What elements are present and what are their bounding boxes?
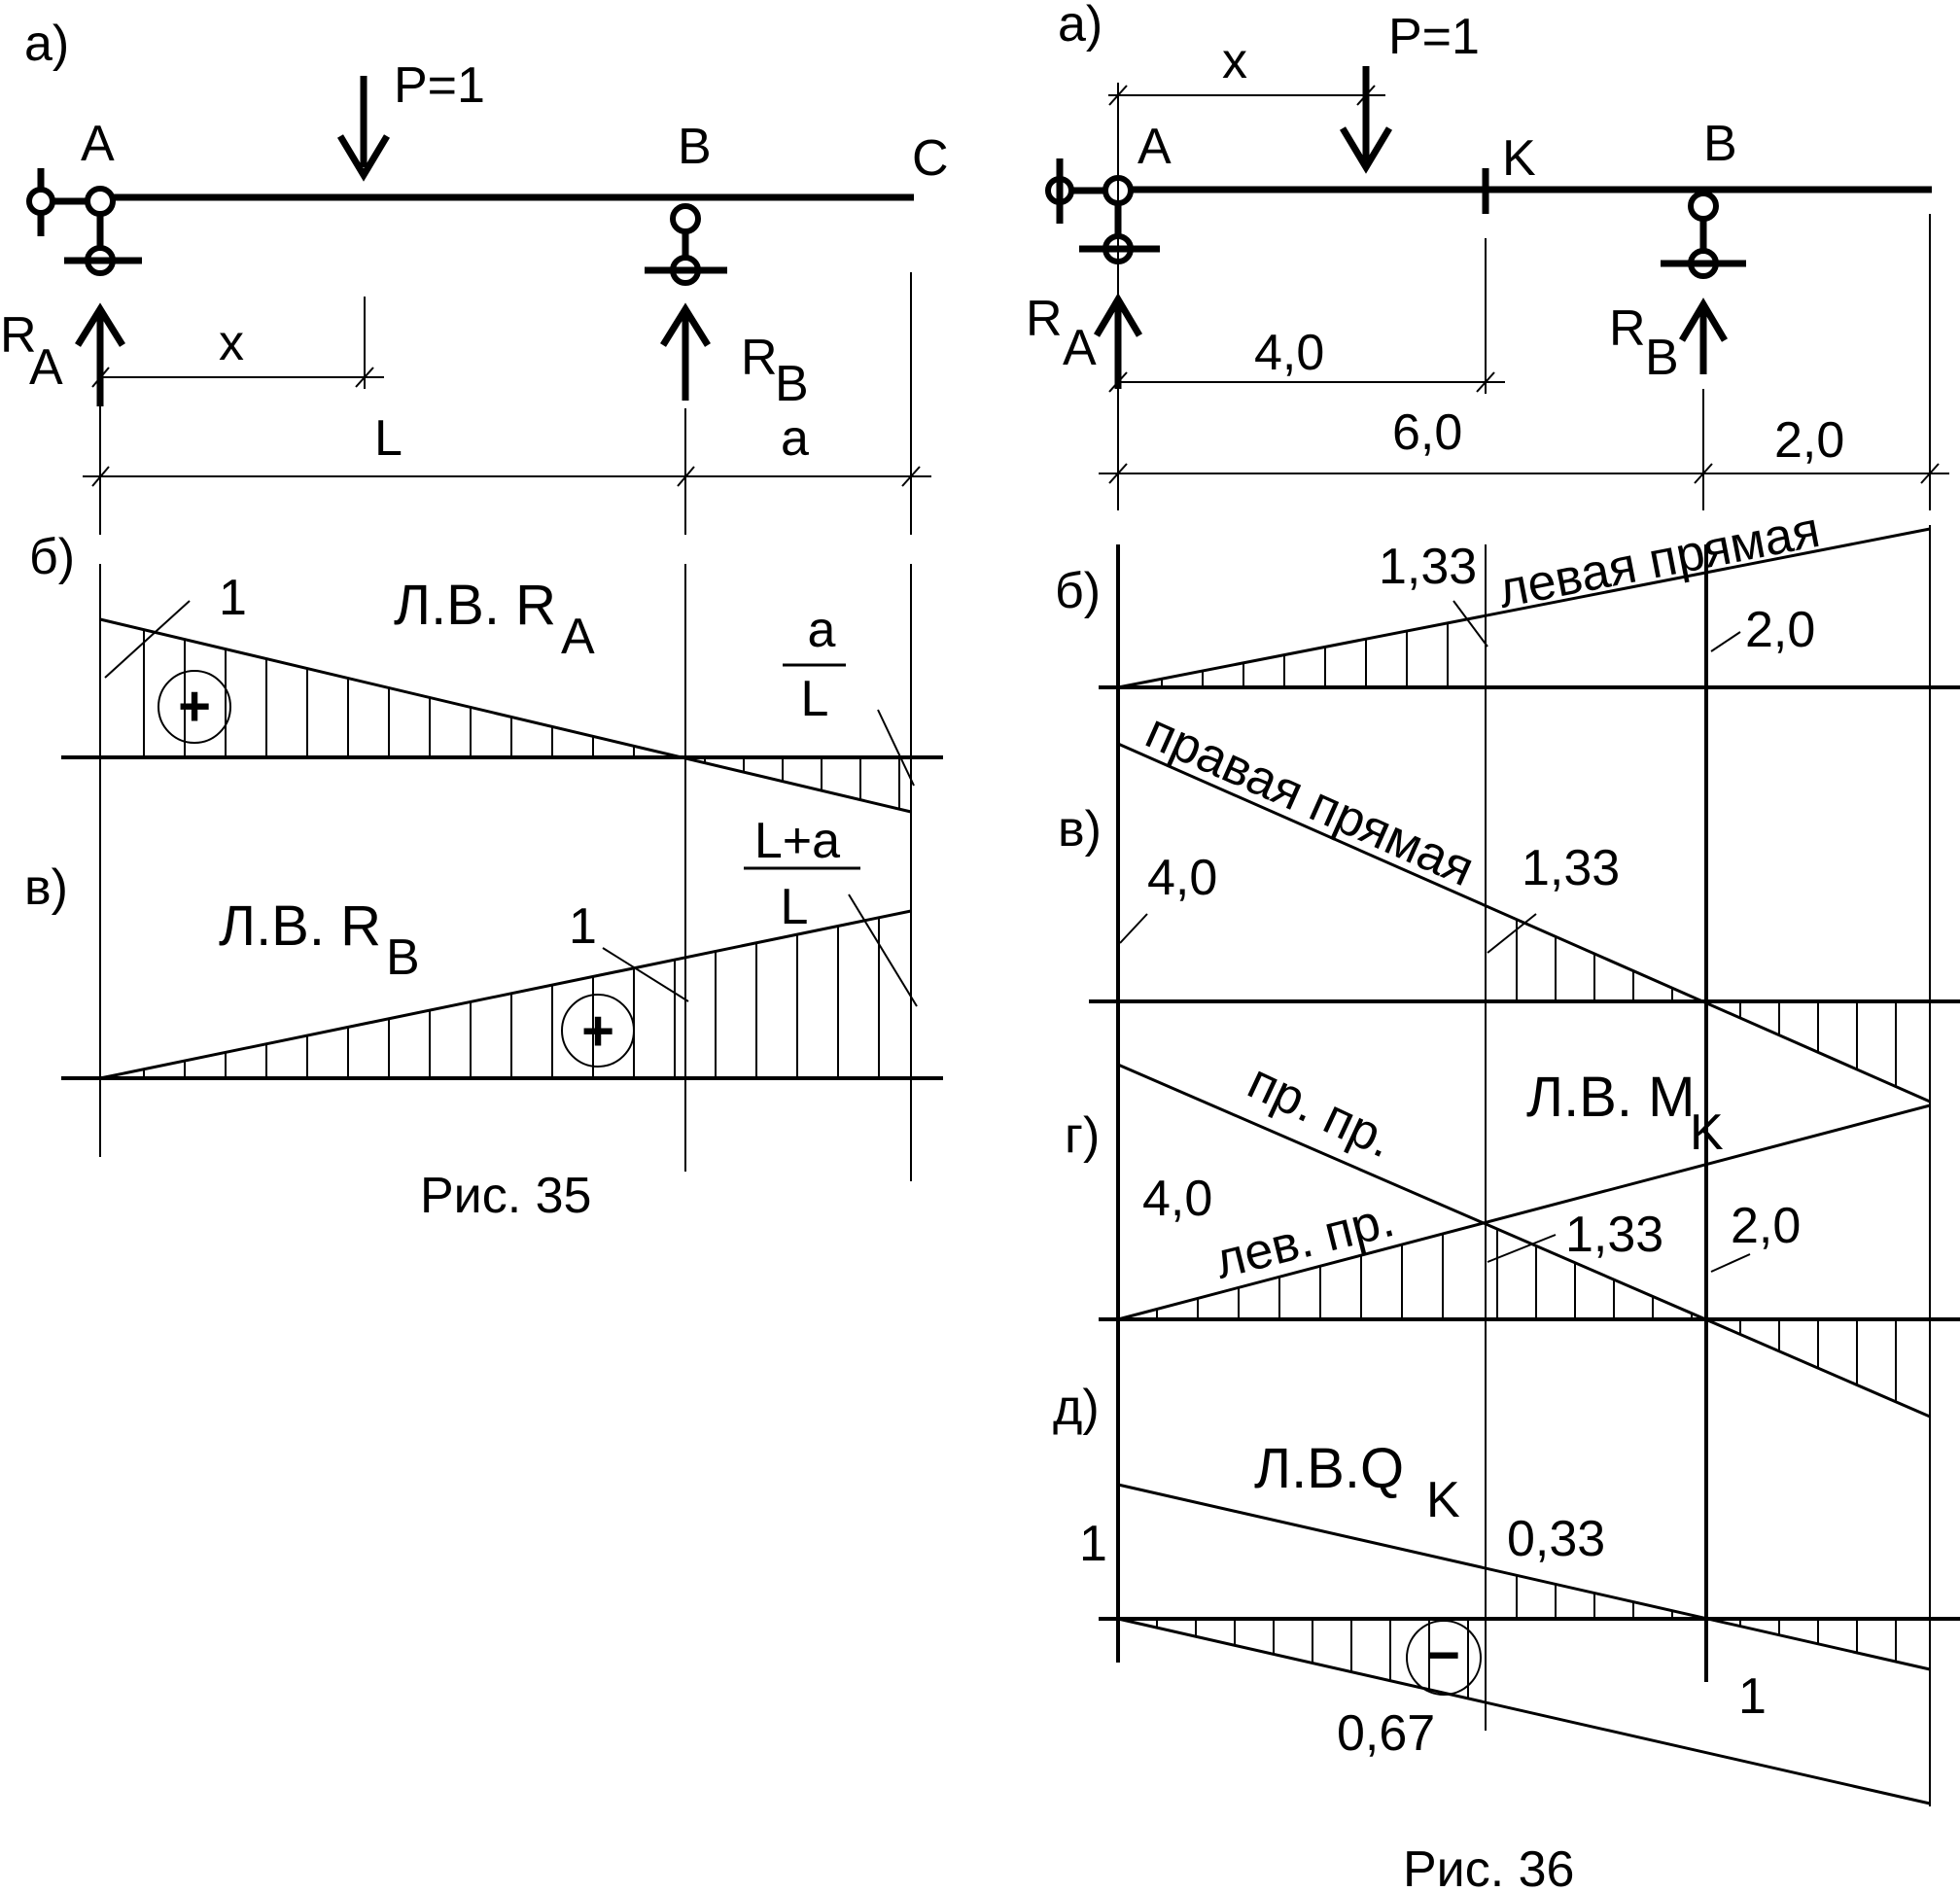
- fig36-support-B: [1661, 191, 1746, 279]
- fig35-v-sign-circle: [561, 994, 635, 1068]
- fig36-caption: Рис. 36: [1403, 1841, 1574, 1892]
- fig35-lv-RB-sub: B: [386, 929, 420, 986]
- fig36-reaction-A-sub: A: [1063, 320, 1097, 376]
- fig35-support-A: [26, 168, 142, 276]
- fig36-label-a: а): [1058, 0, 1102, 53]
- fig35-v-leader-la: [848, 893, 918, 1007]
- fig36-g-leader-20: [1710, 1253, 1751, 1273]
- fig36-b-hatching: [1161, 622, 1449, 687]
- fig35-load-label: P=1: [394, 57, 485, 114]
- fig36-dimensions: [1099, 83, 1949, 510]
- fig36-d-1-left: 1: [1079, 1516, 1107, 1572]
- fig35-dim-L: L: [374, 410, 402, 467]
- fig36-point-K: K: [1502, 130, 1536, 187]
- fig35-point-C: C: [912, 130, 949, 187]
- fig36-g-hatching: [1156, 1229, 1897, 1402]
- fig36-dim-x: x: [1222, 33, 1247, 89]
- fig36-dim-6: 6,0: [1392, 404, 1462, 461]
- fig35-v-sign: +: [581, 999, 614, 1063]
- fig35-v-influence-line: [99, 909, 912, 1080]
- fig35-v-ord-1: 1: [569, 898, 597, 955]
- fig36-dim-2: 2,0: [1774, 412, 1844, 469]
- fig36-b-leader-133: [1452, 600, 1488, 648]
- fig36-d-sign-circle: [1406, 1620, 1482, 1696]
- fig35-point-B: B: [678, 119, 712, 175]
- fig35-reaction-arrow-B: [660, 302, 711, 401]
- fig35-reaction-B-sub: B: [775, 356, 809, 412]
- fig35-reaction-A-sub: A: [29, 339, 63, 396]
- fig36-label-v: в): [1058, 801, 1102, 858]
- fig35-v-leader-1: [602, 947, 689, 1002]
- fig36-v-leader-133: [1487, 913, 1537, 954]
- fig35-b-sign-circle: [158, 670, 231, 744]
- fig36-b-20: 2,0: [1745, 602, 1815, 658]
- fig35-dimensions: [83, 272, 931, 535]
- fig36-d-033: 0,33: [1507, 1511, 1605, 1567]
- fig36-g-40: 4,0: [1142, 1171, 1212, 1227]
- figure-36: а) P=1 A K B: [1026, 0, 1960, 1892]
- fig36-b-left-line: [1117, 527, 1931, 689]
- fig36-reaction-A: R: [1026, 291, 1063, 347]
- figure-35: а) P=1 A B C: [0, 16, 949, 1224]
- fig36-b-133: 1,33: [1379, 539, 1477, 595]
- fig35-b-ord-1: 1: [219, 570, 247, 626]
- fig36-b-leader-20: [1710, 631, 1741, 652]
- fig35-b-leader-1: [104, 600, 191, 679]
- fig35-b-leader-a: [877, 709, 915, 787]
- fig36-g-left-line: [1117, 1104, 1931, 1321]
- fig36-v-133: 1,33: [1522, 840, 1620, 896]
- fig35-reaction-B: R: [741, 330, 778, 386]
- fig35-load-arrow: [336, 76, 391, 182]
- fig35-support-B: [645, 203, 727, 286]
- fig36-v-leader-40: [1119, 913, 1148, 944]
- fig36-dim-4: 4,0: [1254, 325, 1324, 381]
- fig35-b-influence-line: [99, 617, 912, 814]
- fig35-b-hatching: [143, 629, 900, 810]
- fig35-dim-x: x: [219, 315, 244, 371]
- fig36-d-1-right: 1: [1738, 1668, 1767, 1725]
- fig36-d-sign: −: [1427, 1624, 1460, 1687]
- fig36-label-g: г): [1065, 1107, 1100, 1164]
- fig35-point-A: A: [81, 116, 115, 172]
- fig36-lv-MK-sub: K: [1690, 1104, 1724, 1161]
- fig36-d-left-line: [1117, 1617, 1931, 1805]
- fig36-lv-QK-sub: K: [1426, 1472, 1460, 1528]
- fig36-reaction-arrow-B: [1678, 298, 1729, 374]
- fig35-lv-RA: Л.В. R: [394, 574, 556, 637]
- fig36-d-067: 0,67: [1337, 1705, 1435, 1762]
- fig36-load-arrow: [1339, 66, 1393, 174]
- fig36-g-20: 2,0: [1731, 1198, 1801, 1254]
- fig35-ord-a-num: a: [808, 602, 836, 658]
- fig35-ord-la-num: L+a: [754, 813, 840, 869]
- fig36-reaction-B: R: [1609, 300, 1646, 357]
- fig36-g-lev-pr: лев. пр.: [1209, 1191, 1400, 1290]
- fig36-v-40: 4,0: [1147, 850, 1217, 906]
- fig36-d-right-line: [1117, 1483, 1931, 1671]
- fig36-point-B: B: [1703, 116, 1737, 172]
- fig35-lv-RB: Л.В. R: [219, 894, 381, 958]
- fig36-lv-QK: Л.В.Q: [1254, 1437, 1404, 1500]
- fig35-b-sign: +: [178, 675, 211, 738]
- fig36-v-hatching: [1516, 919, 1897, 1087]
- fig35-dim-a: a: [781, 410, 809, 467]
- fig36-label-d: д): [1053, 1380, 1100, 1436]
- fig35-label-v: в): [24, 859, 68, 916]
- fig35-caption: Рис. 35: [420, 1168, 591, 1224]
- fig36-lv-MK: Л.В. М: [1526, 1066, 1695, 1129]
- fig36-reaction-B-sub: B: [1645, 330, 1679, 386]
- fig35-label-b: б): [29, 529, 75, 585]
- fig36-label-b: б): [1055, 563, 1101, 619]
- fig36-point-A: A: [1138, 119, 1172, 175]
- fig35-ord-la-den: L: [781, 879, 809, 935]
- fig36-g-133: 1,33: [1565, 1207, 1663, 1263]
- fig35-ord-a-den: L: [801, 671, 829, 727]
- fig36-g-right-line: [1117, 1063, 1931, 1419]
- fig36-g-leader-133: [1487, 1234, 1557, 1263]
- fig35-reaction-A: R: [0, 307, 37, 364]
- fig36-load-label: P=1: [1388, 9, 1480, 65]
- fig35-label-a: а): [24, 16, 69, 72]
- fig35-lv-RA-sub: A: [561, 609, 595, 665]
